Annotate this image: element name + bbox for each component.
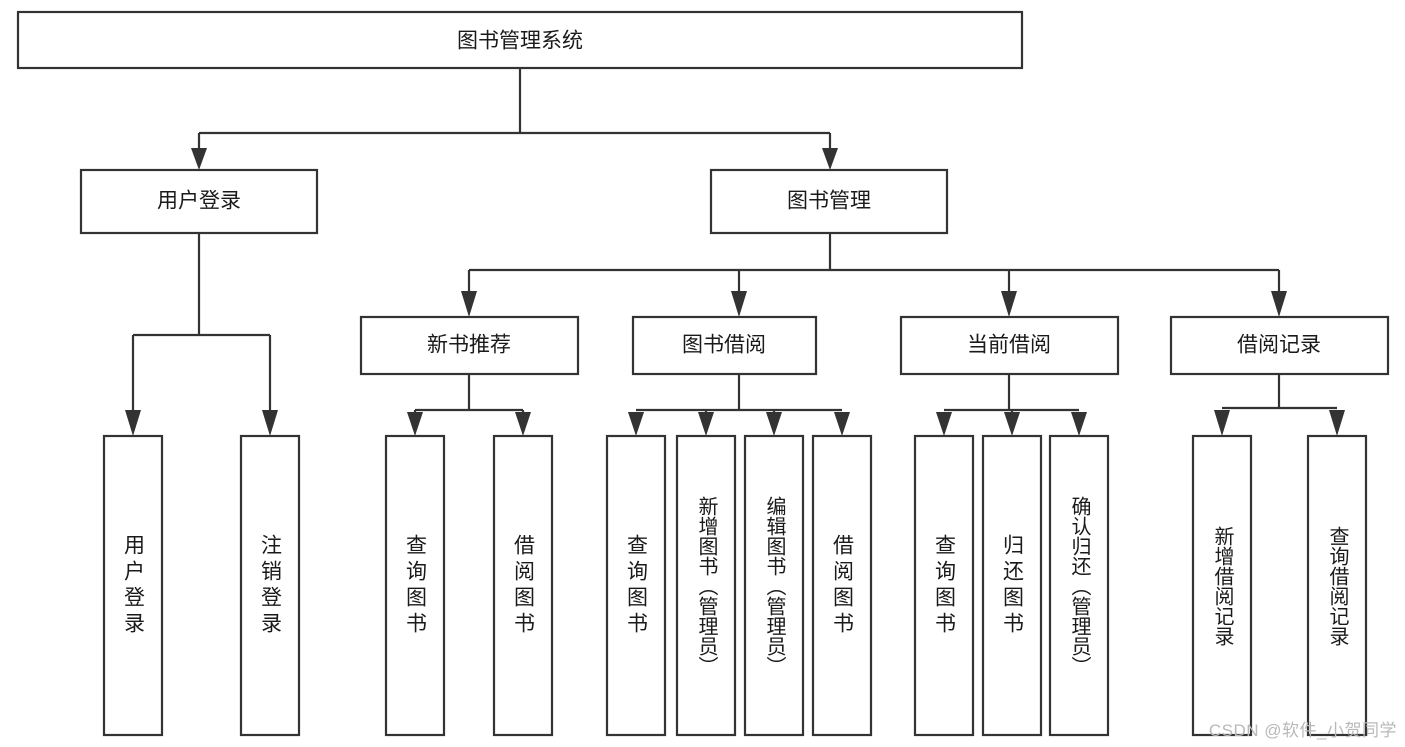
arrow-userlogin-leaf-2 — [262, 410, 278, 436]
node-current-borrow-label: 当前借阅 — [967, 334, 1051, 357]
leaf-logout-box[interactable] — [239, 434, 301, 737]
arrow-root-to-bookmanage — [822, 148, 838, 170]
connector-group-root — [191, 68, 838, 170]
node-borrow-record[interactable]: 借阅记录 — [1169, 315, 1390, 376]
connector-group-bookborrow — [628, 374, 850, 436]
connector-group-borrowrecord — [1214, 374, 1345, 436]
leaf-confirm-return-box[interactable] — [1048, 434, 1110, 737]
leaf-query-book-1-box[interactable] — [384, 434, 446, 737]
node-new-book-recommend-box[interactable] — [359, 315, 580, 376]
arrow-newbook-leaf-2 — [515, 412, 531, 436]
node-current-borrow[interactable]: 当前借阅 — [899, 315, 1120, 376]
node-current-borrow-box[interactable] — [899, 315, 1120, 376]
arrow-newbook-leaf-1 — [407, 412, 423, 436]
node-user-login[interactable]: 用户登录 — [79, 168, 319, 235]
leaf-return-book-box[interactable] — [981, 434, 1043, 737]
node-root[interactable]: 图书管理系统 — [16, 10, 1024, 70]
node-book-borrow-box[interactable] — [631, 315, 818, 376]
arrow-bookborrow-leaf-1 — [628, 412, 644, 436]
node-borrow-record-box[interactable] — [1169, 315, 1390, 376]
leaf-query-book-3-box[interactable] — [913, 434, 975, 737]
arrow-bookborrow-leaf-3 — [766, 412, 782, 436]
arrow-userlogin-leaf-1 — [125, 410, 141, 436]
node-user-login-box[interactable] — [79, 168, 319, 235]
node-book-manage-label: 图书管理 — [787, 190, 871, 213]
arrow-bookmanage-child-1 — [461, 291, 477, 317]
connector-group-bookmanage — [461, 233, 1287, 317]
leaf-boxes — [102, 434, 1368, 737]
arrow-bookborrow-leaf-2 — [698, 412, 714, 436]
arrow-currentborrow-leaf-2 — [1004, 412, 1020, 436]
leaf-query-book-2-box[interactable] — [605, 434, 667, 737]
leaf-add-record-box[interactable] — [1191, 434, 1253, 737]
node-book-borrow-label: 图书借阅 — [682, 334, 766, 357]
leaf-edit-book-box[interactable] — [743, 434, 805, 737]
arrow-currentborrow-leaf-1 — [936, 412, 952, 436]
node-book-manage-box[interactable] — [709, 168, 949, 235]
arrow-bookmanage-child-4 — [1271, 291, 1287, 317]
leaf-user-login-box[interactable] — [102, 434, 164, 737]
node-user-login-label: 用户登录 — [157, 190, 241, 213]
node-borrow-record-label: 借阅记录 — [1237, 334, 1321, 357]
node-root-box[interactable] — [16, 10, 1024, 70]
node-new-book-recommend[interactable]: 新书推荐 — [359, 315, 580, 376]
arrow-borrowrecord-leaf-2 — [1329, 410, 1345, 436]
leaf-borrow-book-2-box[interactable] — [811, 434, 873, 737]
leaf-add-book-box[interactable] — [675, 434, 737, 737]
leaf-query-record-box[interactable] — [1306, 434, 1368, 737]
arrow-bookmanage-child-3 — [1001, 291, 1017, 317]
arrow-root-to-userlogin — [191, 148, 207, 170]
csdn-watermark: CSDN @软件_小贺同学 — [1208, 721, 1397, 740]
node-book-manage[interactable]: 图书管理 — [709, 168, 949, 235]
connector-group-newbook — [407, 374, 531, 436]
arrow-bookborrow-leaf-4 — [834, 412, 850, 436]
connector-group-currentborrow — [936, 374, 1087, 436]
arrow-currentborrow-leaf-3 — [1071, 412, 1087, 436]
arrow-bookmanage-child-2 — [731, 291, 747, 317]
node-root-label: 图书管理系统 — [457, 30, 583, 53]
connector-group-userlogin — [125, 233, 278, 436]
node-book-borrow[interactable]: 图书借阅 — [631, 315, 818, 376]
leaf-borrow-book-1-box[interactable] — [492, 434, 554, 737]
arrow-borrowrecord-leaf-1 — [1214, 410, 1230, 436]
node-new-book-recommend-label: 新书推荐 — [427, 334, 511, 357]
